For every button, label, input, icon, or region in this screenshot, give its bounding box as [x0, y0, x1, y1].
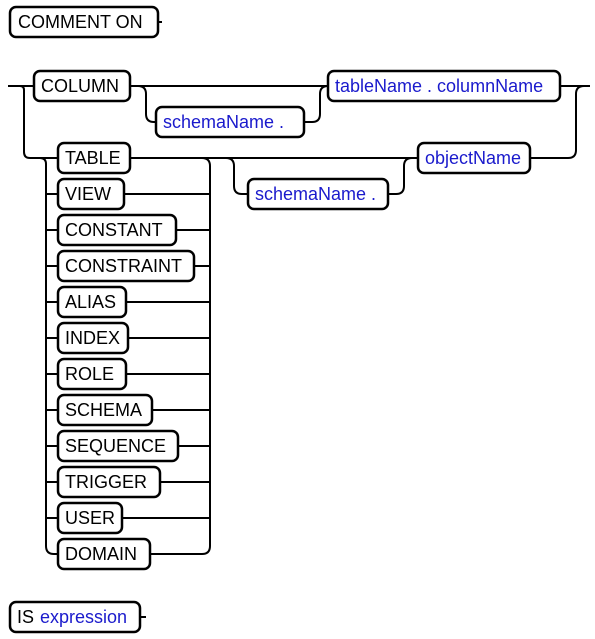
- object-type-index: INDEX: [56, 321, 130, 355]
- svg-text:CONSTRAINT: CONSTRAINT: [65, 256, 182, 276]
- is-expression-clause: IS expression: [8, 600, 142, 634]
- object-type-trigger: TRIGGER: [56, 465, 162, 499]
- column-schema-label: schemaName .: [163, 112, 284, 132]
- table-column-label: tableName . columnName: [335, 76, 543, 96]
- svg-text:DOMAIN: DOMAIN: [65, 544, 137, 564]
- object-type-alias: ALIAS: [56, 285, 128, 319]
- object-type-sequence: SEQUENCE: [56, 429, 180, 463]
- table-column-reference: tableName . columnName: [326, 69, 562, 103]
- svg-text:ROLE: ROLE: [65, 364, 114, 384]
- column-keyword: COLUMN: [32, 69, 132, 103]
- object-type-schema: SCHEMA: [56, 393, 154, 427]
- column-label: COLUMN: [41, 76, 119, 96]
- object-type-domain: DOMAIN: [56, 537, 152, 571]
- object-name-label: objectName: [425, 148, 521, 168]
- diagram-lines: [8, 21, 590, 618]
- svg-text:USER: USER: [65, 508, 115, 528]
- svg-text:SEQUENCE: SEQUENCE: [65, 436, 166, 456]
- object-type-user: USER: [56, 501, 124, 535]
- object-type-view: VIEW: [56, 177, 126, 211]
- svg-text:SCHEMA: SCHEMA: [65, 400, 142, 420]
- svg-text:VIEW: VIEW: [65, 184, 111, 204]
- expression-label: expression: [40, 607, 127, 627]
- object-name: objectName: [416, 141, 532, 175]
- comment-on-label: COMMENT ON: [18, 12, 143, 32]
- svg-text:TRIGGER: TRIGGER: [65, 472, 147, 492]
- object-type-table: TABLE: [56, 141, 132, 175]
- is-keyword: IS: [17, 607, 34, 627]
- object-type-constant: CONSTANT: [56, 213, 178, 247]
- object-schema-label: schemaName .: [255, 184, 376, 204]
- comment-on-keyword: COMMENT ON: [8, 5, 160, 39]
- column-schema-name: schemaName .: [154, 105, 306, 139]
- object-type-constraint: CONSTRAINT: [56, 249, 196, 283]
- svg-text:TABLE: TABLE: [65, 148, 121, 168]
- svg-text:INDEX: INDEX: [65, 328, 120, 348]
- object-type-role: ROLE: [56, 357, 128, 391]
- object-schema-name: schemaName .: [246, 177, 390, 211]
- svg-text:ALIAS: ALIAS: [65, 292, 116, 312]
- svg-text:CONSTANT: CONSTANT: [65, 220, 163, 240]
